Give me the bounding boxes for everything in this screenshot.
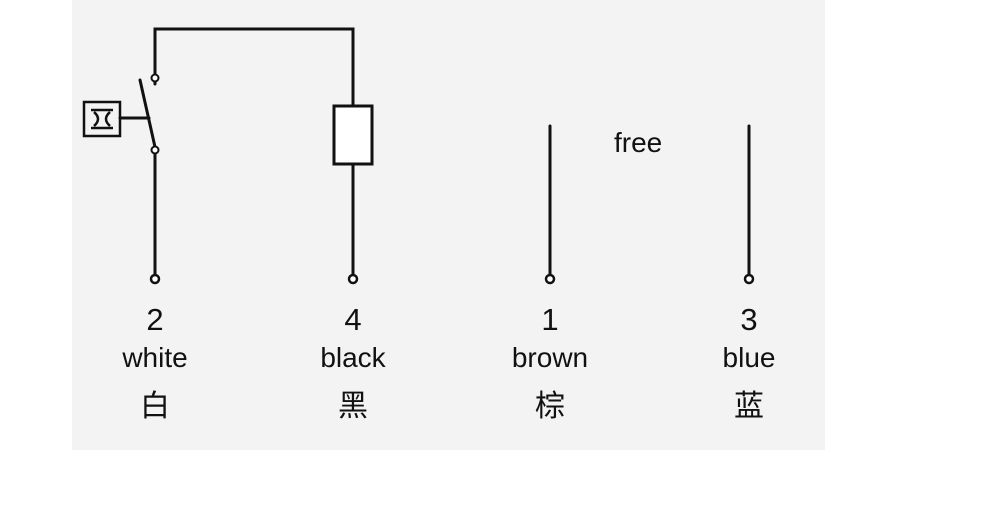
pin-1-number: 1 (541, 302, 559, 337)
terminal-pin-2 (149, 273, 161, 285)
pin-2-number: 2 (146, 302, 164, 337)
terminal-pin-4 (347, 273, 359, 285)
terminal-pin-3 (743, 273, 755, 285)
pin-1-color-label: brown (511, 342, 589, 373)
switch-contact (138, 78, 157, 149)
free-label: free (614, 127, 663, 158)
pin-3-color-label: blue (722, 342, 776, 373)
switch-bottom-contact (150, 145, 160, 155)
load-resistor (332, 104, 374, 166)
switch-top-contact (150, 73, 160, 83)
pin-2-chinese-label: 白 (140, 389, 170, 424)
pin-3-number: 3 (740, 302, 758, 337)
pin-4-color-label: black (320, 342, 386, 373)
terminal-pin-1 (544, 273, 556, 285)
diagram-panel (72, 0, 825, 450)
pin-2-color-label: white (122, 342, 188, 373)
pin-4-number: 4 (344, 302, 362, 337)
proximity-sensor-symbol (82, 100, 122, 138)
pin-3-chinese-label: 蓝 (734, 389, 764, 424)
pin-1-chinese-label: 棕 (535, 389, 565, 424)
top-connection-wire (153, 27, 355, 108)
pin-4-chinese-label: 黑 (338, 389, 368, 424)
